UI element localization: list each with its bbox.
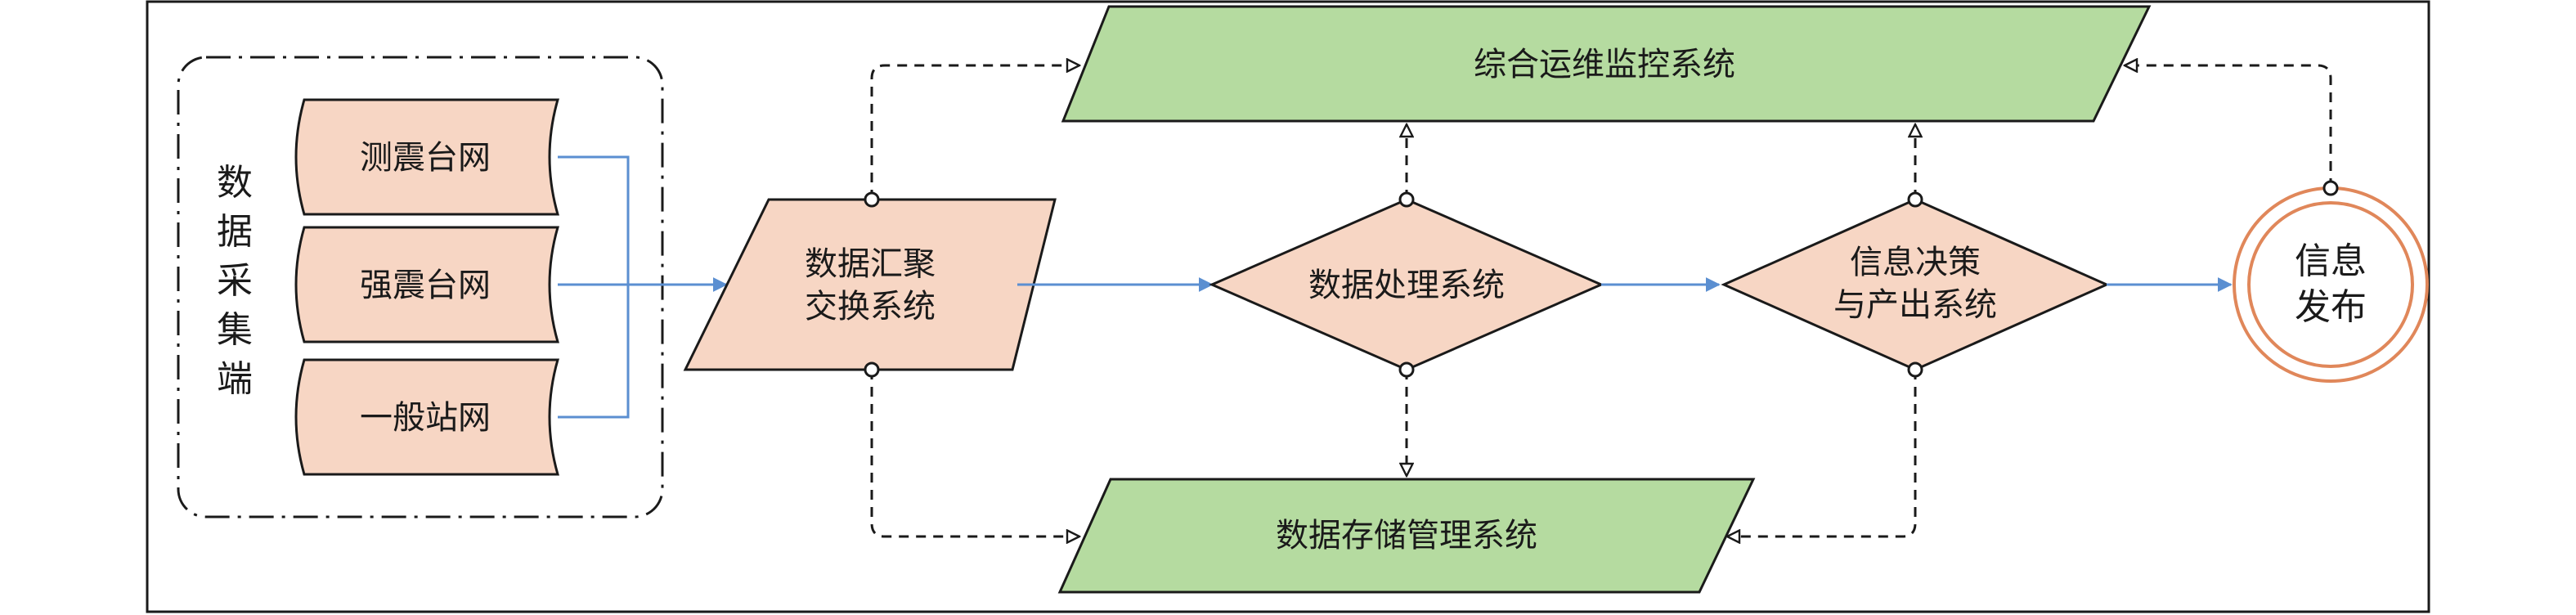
node-aggregate-label-line2: 交换系统 — [805, 288, 936, 325]
dashed-aggregate-to-storage — [870, 370, 1079, 536]
collector-group: 数 据 采 集 端 测震台网 强震台网 一般站网 — [177, 56, 664, 518]
network-node-seismic — [294, 98, 559, 216]
node-publish-inner-ring — [2247, 201, 2414, 368]
node-decision-label-line1: 信息决策 — [1850, 244, 1981, 281]
collector-title-char: 采 — [217, 260, 253, 302]
collector-title-char: 数 — [217, 162, 253, 204]
node-decision-output — [1721, 198, 2110, 371]
dashed-decision-to-storage — [1727, 370, 1917, 536]
node-storage-label: 数据存储管理系统 — [1276, 517, 1537, 554]
node-storage-management — [1057, 478, 1756, 594]
collector-title-char: 端 — [217, 358, 253, 400]
network-node-strong-motion — [294, 226, 559, 343]
node-decision-label-line2: 与产出系统 — [1833, 286, 1997, 324]
node-aggregate-label-line1: 数据汇聚 — [805, 245, 936, 283]
outer-frame — [146, 0, 2430, 613]
connector-dot — [864, 191, 880, 208]
node-publish-label-line1: 信息 — [2295, 240, 2367, 282]
dashed-aggregate-to-monitoring — [870, 65, 1079, 200]
node-processing-label: 数据处理系统 — [1308, 267, 1505, 304]
network-label: 一般站网 — [360, 399, 491, 437]
connector-dot — [1398, 361, 1415, 378]
connector-dot — [1398, 191, 1415, 208]
network-label: 测震台网 — [360, 139, 491, 177]
connector-dot — [864, 361, 880, 378]
node-publish-outer-ring — [2233, 186, 2429, 383]
node-monitoring-label: 综合运维监控系统 — [1474, 46, 1735, 83]
node-aggregate-exchange — [683, 198, 1057, 371]
connector-dot — [2322, 180, 2339, 196]
dashed-connectors — [870, 65, 2332, 536]
node-publish-label-line2: 发布 — [2295, 286, 2367, 328]
connector-dot — [1907, 361, 1923, 378]
collector-title-char: 集 — [217, 309, 253, 351]
connector-origin-dots — [864, 180, 2339, 378]
network-bracket-connector — [558, 155, 630, 419]
collector-dashdot-border — [177, 56, 664, 518]
network-node-general-station — [294, 358, 559, 476]
collector-title-char: 据 — [217, 211, 253, 253]
node-ops-monitoring — [1061, 5, 2152, 123]
dashed-publish-to-monitoring — [2125, 65, 2332, 188]
network-label: 强震台网 — [360, 267, 491, 304]
connector-dot — [1907, 191, 1923, 208]
